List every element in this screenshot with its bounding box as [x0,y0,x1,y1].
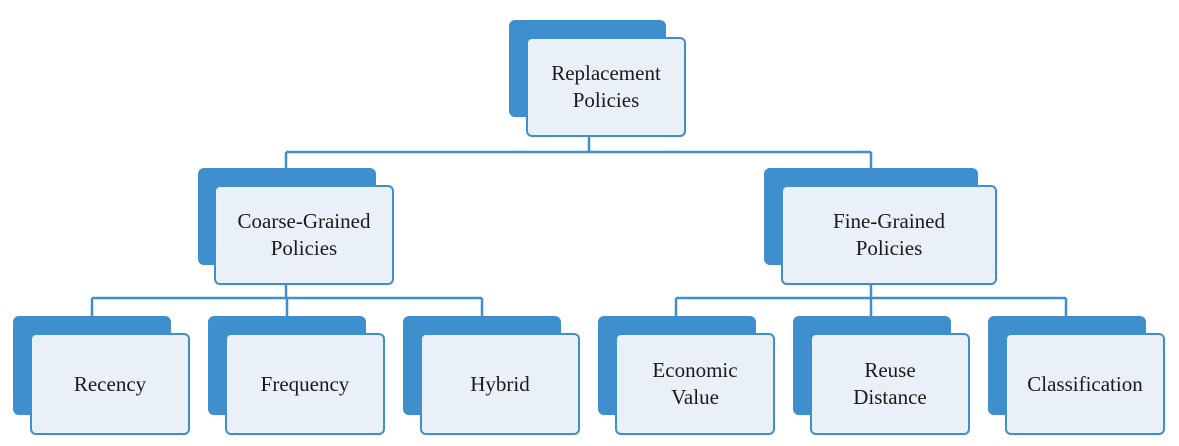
node-frequency: Frequency [208,316,386,436]
node-coarse-grained-policies: Coarse-Grained Policies [198,168,396,286]
connector-fine-to-children [674,283,1068,316]
node-box: Frequency [225,333,385,435]
node-hybrid: Hybrid [403,316,581,436]
node-box: Hybrid [420,333,580,435]
node-box: Fine-Grained Policies [781,185,997,285]
connector-coarse-to-children [90,283,484,316]
node-classification: Classification [988,316,1166,436]
node-label: Replacement Policies [551,61,661,112]
node-box: Recency [30,333,190,435]
node-label: Reuse Distance [853,358,927,409]
node-box: Replacement Policies [526,37,686,137]
node-reuse-distance: Reuse Distance [793,316,971,436]
node-economic-value: Economic Value [598,316,776,436]
node-box: Coarse-Grained Policies [214,185,394,285]
node-label: Fine-Grained Policies [833,209,945,260]
node-replacement-policies: Replacement Policies [509,20,689,138]
node-label: Hybrid [470,371,530,396]
node-label: Coarse-Grained Policies [237,209,371,260]
node-box: Classification [1005,333,1165,435]
connector-root-to-level1 [284,136,873,170]
node-recency: Recency [13,316,191,436]
node-label: Economic Value [652,358,738,409]
node-label: Recency [73,371,147,396]
node-label: Classification [1027,371,1143,396]
node-box: Economic Value [615,333,775,435]
node-box: Reuse Distance [810,333,970,435]
node-fine-grained-policies: Fine-Grained Policies [764,168,998,286]
node-label: Frequency [260,371,350,396]
